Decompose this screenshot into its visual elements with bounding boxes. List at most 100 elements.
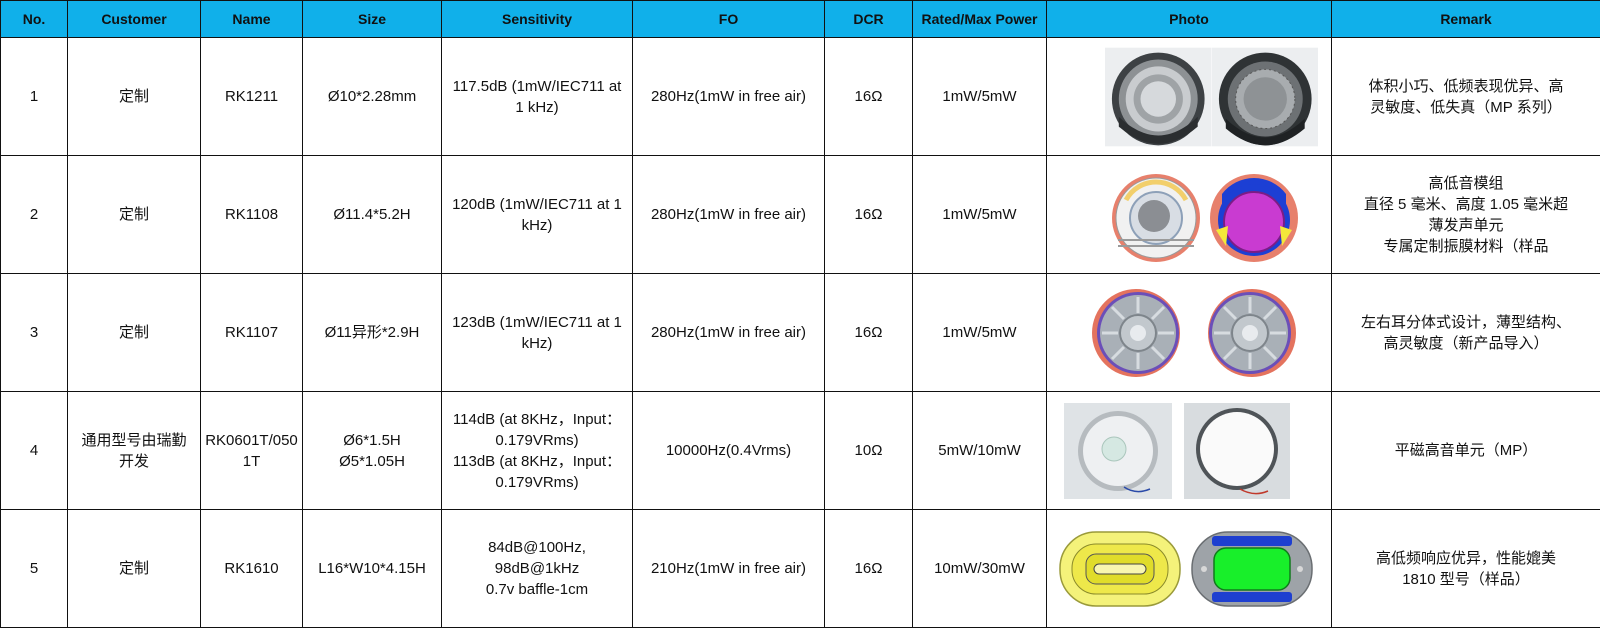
- sensitivity-line: 117.5dB (1mW/IEC711 at: [452, 77, 622, 95]
- cell-power: 10mW/30mW: [912, 509, 1047, 628]
- sensitivity-line: kHz): [521, 216, 553, 234]
- remark-line: 体积小巧、低频表现优异、高: [1368, 77, 1564, 95]
- cell-power: 5mW/10mW: [912, 391, 1047, 510]
- cell-customer: 定制: [67, 509, 201, 628]
- cell-photo: [1046, 37, 1332, 156]
- table-row: 5 定制 RK1610 L16*W10*4.15H 84dB@100Hz, 98…: [0, 509, 1600, 628]
- cell-sensitivity: 84dB@100Hz, 98dB@1kHz 0.7v baffle-1cm: [441, 509, 633, 628]
- sensitivity-line: 98dB@1kHz: [494, 560, 580, 577]
- table-row: 3 定制 RK1107 Ø11异形*2.9H 123dB (1mW/IEC711…: [0, 273, 1600, 392]
- cell-no: 4: [0, 391, 68, 510]
- size-line: Ø5*1.05H: [339, 452, 405, 470]
- remark-line: 灵敏度、低失真（MP 系列）: [1370, 98, 1562, 116]
- sensitivity-line: 1 kHz): [515, 98, 559, 116]
- cell-dcr: 16Ω: [824, 37, 913, 156]
- table-row: 2 定制 RK1108 Ø11.4*5.2H 120dB (1mW/IEC711…: [0, 155, 1600, 274]
- cell-no: 1: [0, 37, 68, 156]
- cell-dcr: 10Ω: [824, 391, 913, 510]
- cell-no: 5: [0, 509, 68, 628]
- cell-name: RK0601T/050 1T: [200, 391, 303, 510]
- sensitivity-line: 0.7v baffle-1cm: [485, 581, 589, 598]
- rect-driver-green-icon: [1191, 530, 1313, 607]
- remark-line: 平磁高音单元（MP）: [1394, 442, 1538, 459]
- cell-name: RK1108: [200, 155, 303, 274]
- cell-remark: 左右耳分体式设计，薄型结构、 高灵敏度（新产品导入）: [1331, 273, 1600, 392]
- cell-name: RK1211: [200, 37, 303, 156]
- cell-customer: 通用型号由瑞勤 开发: [67, 391, 201, 510]
- cell-remark: 体积小巧、低频表现优异、高 灵敏度、低失真（MP 系列）: [1331, 37, 1600, 156]
- col-header-photo: Photo: [1046, 0, 1332, 38]
- radial-diaphragm-right-icon: [1208, 288, 1296, 377]
- cell-size: Ø11.4*5.2H: [302, 155, 442, 274]
- table-row: 1 定制 RK1211 Ø10*2.28mm 117.5dB (1mW/IEC7…: [0, 37, 1600, 156]
- customer-line: 开发: [118, 452, 149, 470]
- cell-power: 1mW/5mW: [912, 155, 1047, 274]
- cell-remark: 高低音模组 直径 5 毫米、高度 1.05 毫米超 薄发声单元 专属定制振膜材料…: [1331, 155, 1600, 274]
- remark-line: 高低音模组: [1428, 174, 1504, 192]
- header-row: No. Customer Name Size Sensitivity FO DC…: [0, 0, 1600, 38]
- sensitivity-line: kHz): [521, 334, 553, 352]
- table-row: 4 通用型号由瑞勤 开发 RK0601T/050 1T Ø6*1.5H Ø5*1…: [0, 391, 1600, 510]
- cell-no: 2: [0, 155, 68, 274]
- col-header-size: Size: [302, 0, 442, 38]
- cell-remark: 高低频响应优异，性能媲美 1810 型号（样品）: [1331, 509, 1600, 628]
- sensitivity-line: 113dB (at 8KHz，Input：: [452, 452, 622, 470]
- remark-line: 专属定制振膜材料（样品: [1383, 237, 1549, 255]
- col-header-name: Name: [200, 0, 303, 38]
- col-header-no: No.: [0, 0, 68, 38]
- cell-size: Ø6*1.5H Ø5*1.05H: [302, 391, 442, 510]
- cell-photo: [1046, 273, 1332, 392]
- col-header-customer: Customer: [67, 0, 201, 38]
- cell-power: 1mW/5mW: [912, 37, 1047, 156]
- cell-no: 3: [0, 273, 68, 392]
- cell-customer: 定制: [67, 155, 201, 274]
- cell-dcr: 16Ω: [824, 155, 913, 274]
- customer-line: 通用型号由瑞勤: [81, 431, 187, 449]
- cell-fo: 280Hz(1mW in free air): [632, 273, 825, 392]
- rect-driver-yellow-icon: [1059, 530, 1181, 607]
- cell-fo: 280Hz(1mW in free air): [632, 37, 825, 156]
- sensitivity-line: 123dB (1mW/IEC711 at 1: [452, 313, 622, 331]
- cell-dcr: 16Ω: [824, 509, 913, 628]
- sensitivity-line: 0.179VRms): [495, 431, 579, 449]
- planar-tweeter-front-photo-icon: [1064, 402, 1172, 499]
- cell-sensitivity: 123dB (1mW/IEC711 at 1 kHz): [441, 273, 633, 392]
- cell-fo: 210Hz(1mW in free air): [632, 509, 825, 628]
- remark-line: 1810 型号（样品）: [1402, 570, 1530, 588]
- cad-driver-front-icon: [1112, 173, 1200, 262]
- remark-line: 左右耳分体式设计，薄型结构、: [1360, 313, 1571, 331]
- col-header-sensitivity: Sensitivity: [441, 0, 633, 38]
- cell-name: RK1107: [200, 273, 303, 392]
- cell-power: 1mW/5mW: [912, 273, 1047, 392]
- sensitivity-line: 84dB@100Hz,: [488, 539, 586, 556]
- cell-size: Ø11异形*2.9H: [302, 273, 442, 392]
- remark-line: 高低频响应优异，性能媲美: [1375, 549, 1556, 567]
- speaker-front-photo-icon: [1105, 47, 1212, 146]
- cell-fo: 10000Hz(0.4Vrms): [632, 391, 825, 510]
- cell-size: Ø10*2.28mm: [302, 37, 442, 156]
- cell-photo: [1046, 155, 1332, 274]
- name-line: 1T: [242, 452, 261, 470]
- planar-tweeter-back-photo-icon: [1184, 402, 1290, 499]
- sensitivity-line: 120dB (1mW/IEC711 at 1: [452, 195, 622, 213]
- cad-driver-back-icon: [1210, 173, 1298, 262]
- sensitivity-line: 114dB (at 8KHz，Input：: [452, 410, 622, 428]
- speaker-back-photo-icon: [1211, 47, 1318, 146]
- remark-line: 高灵敏度（新产品导入）: [1383, 334, 1549, 352]
- sensitivity-line: 0.179VRms): [495, 473, 579, 491]
- cell-remark: 平磁高音单元（MP）: [1331, 391, 1600, 510]
- cell-sensitivity: 117.5dB (1mW/IEC711 at 1 kHz): [441, 37, 633, 156]
- cell-customer: 定制: [67, 273, 201, 392]
- col-header-fo: FO: [632, 0, 825, 38]
- cell-photo: [1046, 509, 1332, 628]
- cell-photo: [1046, 391, 1332, 510]
- cell-sensitivity: 114dB (at 8KHz，Input： 0.179VRms) 113dB (…: [441, 391, 633, 510]
- name-line: RK0601T/050: [205, 431, 298, 449]
- radial-diaphragm-left-icon: [1092, 288, 1180, 377]
- col-header-power: Rated/Max Power: [912, 0, 1047, 38]
- remark-line: 薄发声单元: [1428, 216, 1504, 234]
- col-header-remark: Remark: [1331, 0, 1600, 38]
- col-header-dcr: DCR: [824, 0, 913, 38]
- size-line: Ø6*1.5H: [343, 431, 401, 449]
